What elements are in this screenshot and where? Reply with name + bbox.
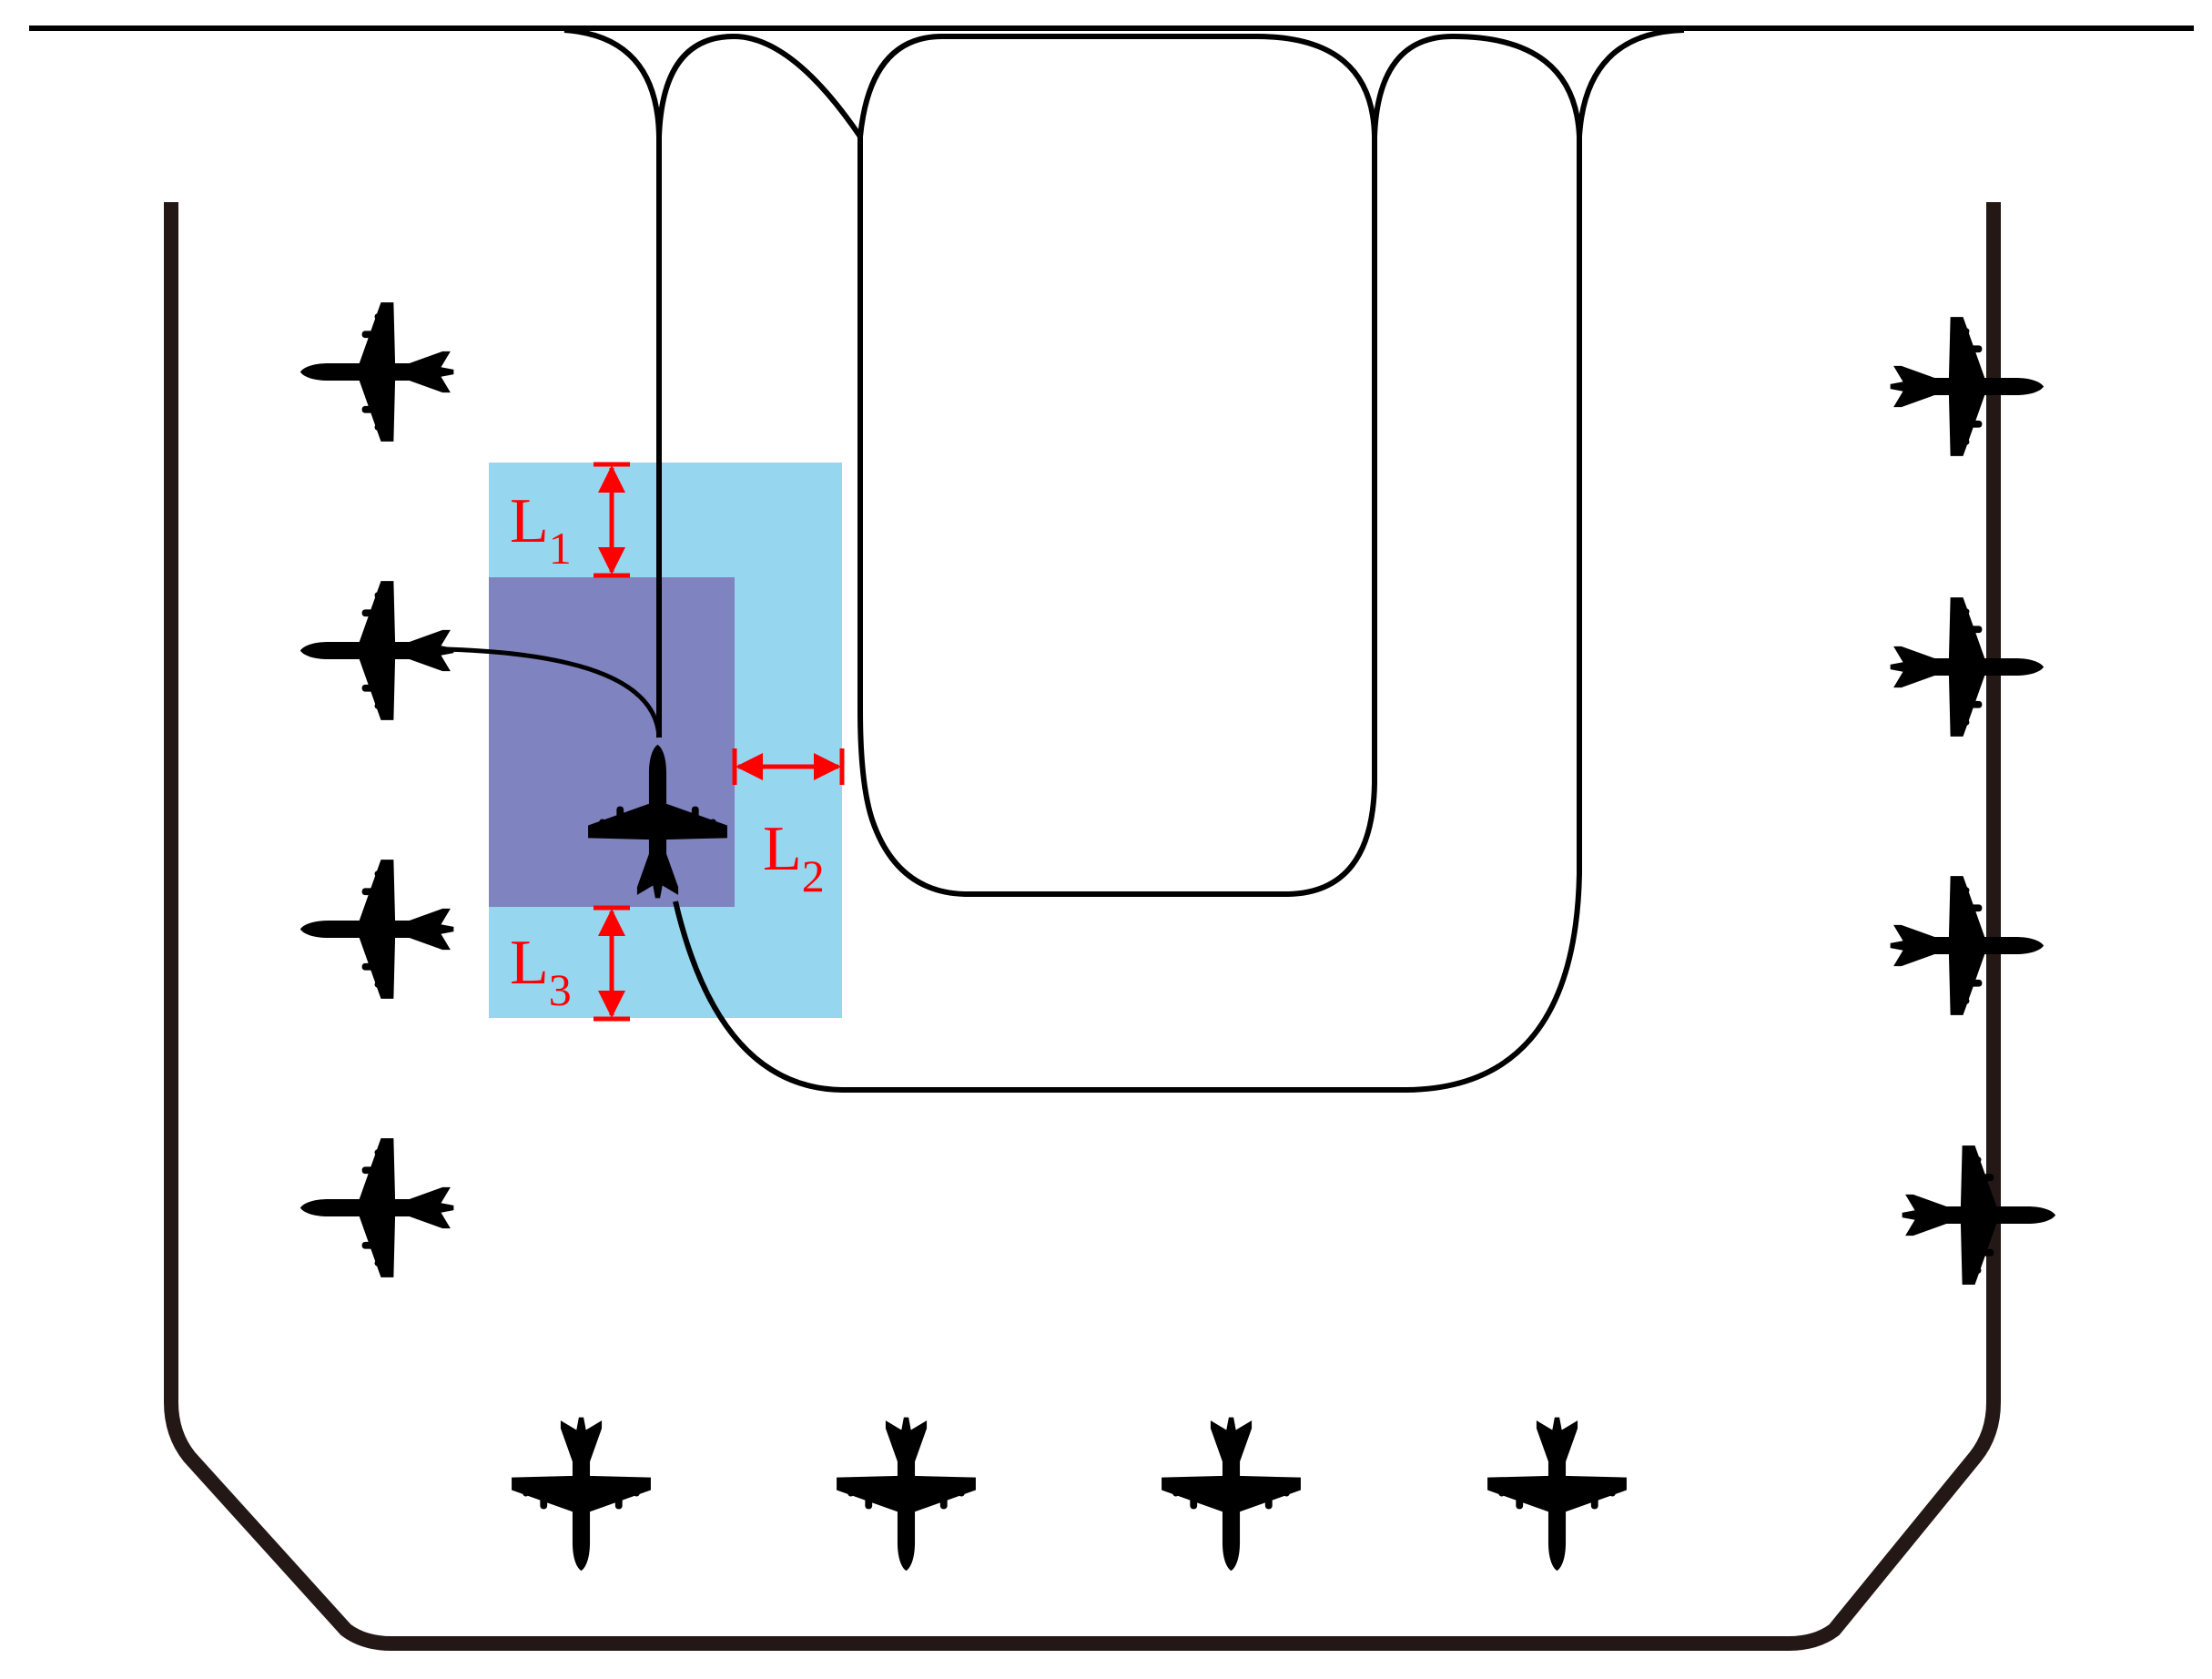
airplane-icon [299,302,454,442]
airplane-icon [837,1417,976,1572]
airplane-icon [1902,1145,2056,1285]
airplane-icon [1162,1417,1301,1572]
taxi-route-curve [445,646,662,738]
label-l3: L3 [510,928,572,1015]
apron-wall [164,202,2001,1651]
airplane-icon [1487,1417,1627,1572]
airplane-icon [299,581,454,720]
airplane-icon [299,1138,454,1277]
dimension-markers [594,462,845,1022]
airplane-icon [299,860,454,999]
label-l2: L2 [763,814,825,901]
airplane-icon [1890,876,2045,1015]
airplane-icon [512,1417,651,1572]
label-l1: L1 [510,486,572,574]
inner-occupancy-zone [489,577,735,907]
taxiway-lines [563,27,1685,1093]
airplane-icon [1890,597,2045,737]
airplane-icon [1890,317,2045,456]
